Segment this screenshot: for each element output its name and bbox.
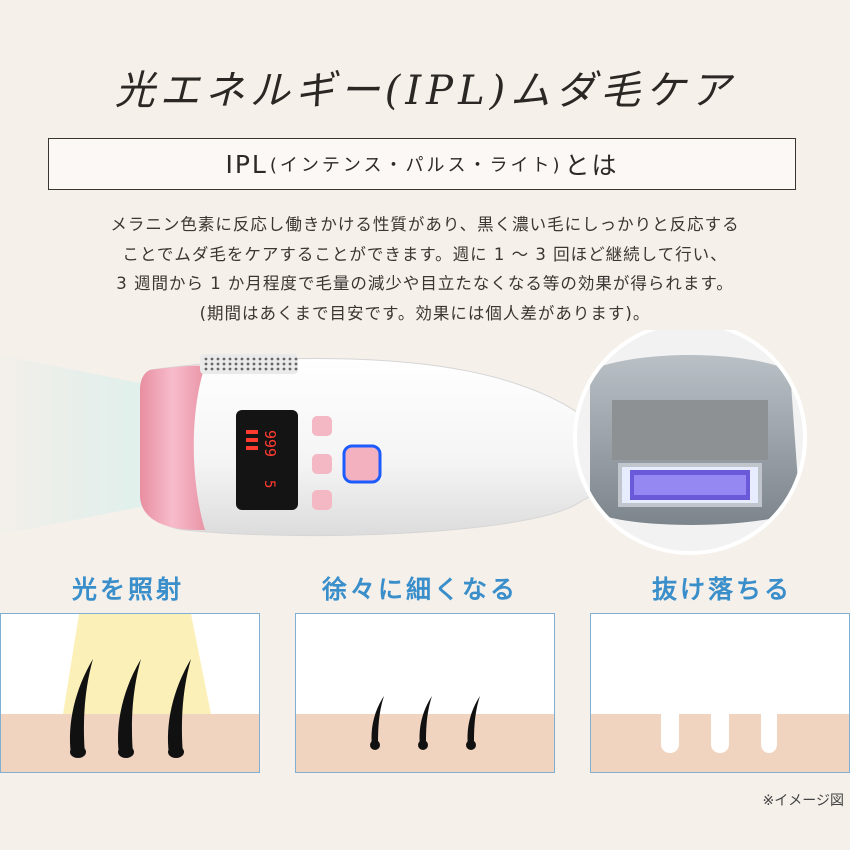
vent-hole bbox=[282, 367, 286, 371]
vent-hole bbox=[270, 362, 274, 366]
device-body bbox=[149, 358, 622, 537]
vent-hole bbox=[288, 362, 292, 366]
vent-hole bbox=[222, 357, 226, 361]
vent-hole bbox=[264, 357, 268, 361]
level-button bbox=[312, 490, 332, 510]
stage-label-irradiate: 光を照射 bbox=[72, 575, 185, 604]
vent-hole bbox=[234, 362, 238, 366]
stage-label-fall-out: 抜け落ちる bbox=[652, 575, 793, 604]
vent-hole bbox=[228, 357, 232, 361]
stage-panel-thinning bbox=[295, 613, 555, 773]
description-line: 3 週間から 1 か月程度で毛量の減少や目立たなくなる等の効果が得られます。 bbox=[116, 274, 734, 293]
empty-follicle bbox=[711, 714, 729, 753]
subtitle-paren: (インテンス・パルス・ライト) bbox=[269, 155, 563, 176]
vent-hole bbox=[216, 357, 220, 361]
vent-hole bbox=[264, 367, 268, 371]
thin-hair bbox=[371, 696, 384, 746]
empty-follicle bbox=[761, 714, 777, 753]
mode-button bbox=[312, 416, 332, 436]
vent-hole bbox=[294, 357, 298, 361]
vent-hole bbox=[252, 367, 256, 371]
description: メラニン色素に反応し働きかける性質があり、黒く濃い毛にしっかりと反応する ことで… bbox=[40, 210, 810, 328]
description-line: ことでムダ毛をケアすることができます。週に 1 〜 3 回ほど継続して行い、 bbox=[122, 244, 728, 264]
vent-hole bbox=[204, 357, 208, 361]
vent-hole bbox=[216, 362, 220, 366]
vent-hole bbox=[276, 367, 280, 371]
thin-hair bbox=[467, 696, 480, 746]
power-button bbox=[312, 454, 332, 474]
vent-hole bbox=[228, 367, 232, 371]
thin-hair bbox=[419, 696, 432, 746]
vent-hole bbox=[222, 362, 226, 366]
subtitle-main: IPL bbox=[225, 149, 268, 179]
vent-hole bbox=[258, 367, 262, 371]
subtitle-tail: とは bbox=[564, 151, 619, 180]
flash-button bbox=[342, 444, 382, 484]
vent-hole bbox=[276, 357, 280, 361]
vent-hole bbox=[252, 357, 256, 361]
empty-follicle bbox=[661, 714, 679, 753]
vent-hole bbox=[246, 367, 250, 371]
vent-hole bbox=[282, 357, 286, 361]
description-line: (期間はあくまで目安です。効果には個人差があります)。 bbox=[199, 303, 651, 323]
vent-hole bbox=[246, 362, 250, 366]
vent-hole bbox=[294, 367, 298, 371]
vent-hole bbox=[258, 362, 262, 366]
vent-hole bbox=[258, 357, 262, 361]
vent-hole bbox=[210, 367, 214, 371]
vent-hole bbox=[294, 362, 298, 366]
vent-hole bbox=[240, 362, 244, 366]
light-beam-area bbox=[63, 614, 211, 714]
vent-hole bbox=[240, 367, 244, 371]
vent-hole bbox=[252, 362, 256, 366]
vent-hole bbox=[282, 362, 286, 366]
thick-hair bbox=[117, 659, 141, 754]
vent-hole bbox=[234, 367, 238, 371]
vent-hole bbox=[288, 367, 292, 371]
thick-hair bbox=[167, 659, 191, 754]
vent-hole bbox=[222, 367, 226, 371]
vent-hole bbox=[234, 357, 238, 361]
subtitle-box: IPL (インテンス・パルス・ライト) とは bbox=[48, 138, 796, 190]
display-level: 5 bbox=[261, 480, 277, 488]
vent-hole bbox=[240, 357, 244, 361]
vent-hole bbox=[270, 367, 274, 371]
vent-hole bbox=[228, 362, 232, 366]
display-digits: 999 bbox=[261, 430, 279, 457]
vent-hole bbox=[204, 367, 208, 371]
vent-hole bbox=[210, 362, 214, 366]
device-head-ring bbox=[140, 365, 205, 530]
stage-panel-irradiate bbox=[0, 613, 260, 773]
ipl-device-illustration: 999 5 bbox=[0, 330, 807, 555]
vent-hole bbox=[270, 357, 274, 361]
page-title: 光エネルギー(IPL)ムダ毛ケア bbox=[114, 68, 736, 114]
vent-hole bbox=[264, 362, 268, 366]
thick-hair bbox=[69, 659, 93, 754]
vent-hole bbox=[288, 357, 292, 361]
led-display bbox=[236, 410, 298, 510]
light-beam bbox=[0, 355, 150, 535]
vent-hole bbox=[246, 357, 250, 361]
stage-panel-fall-out bbox=[590, 613, 850, 773]
stage-label-thinning: 徐々に細くなる bbox=[322, 575, 519, 604]
image-note: ※イメージ図 bbox=[762, 793, 844, 809]
vent-hole bbox=[276, 362, 280, 366]
vent-hole bbox=[216, 367, 220, 371]
vent-hole bbox=[204, 362, 208, 366]
vent-hole bbox=[210, 357, 214, 361]
description-line: メラニン色素に反応し働きかける性質があり、黒く濃い毛にしっかりと反応する bbox=[110, 215, 740, 234]
